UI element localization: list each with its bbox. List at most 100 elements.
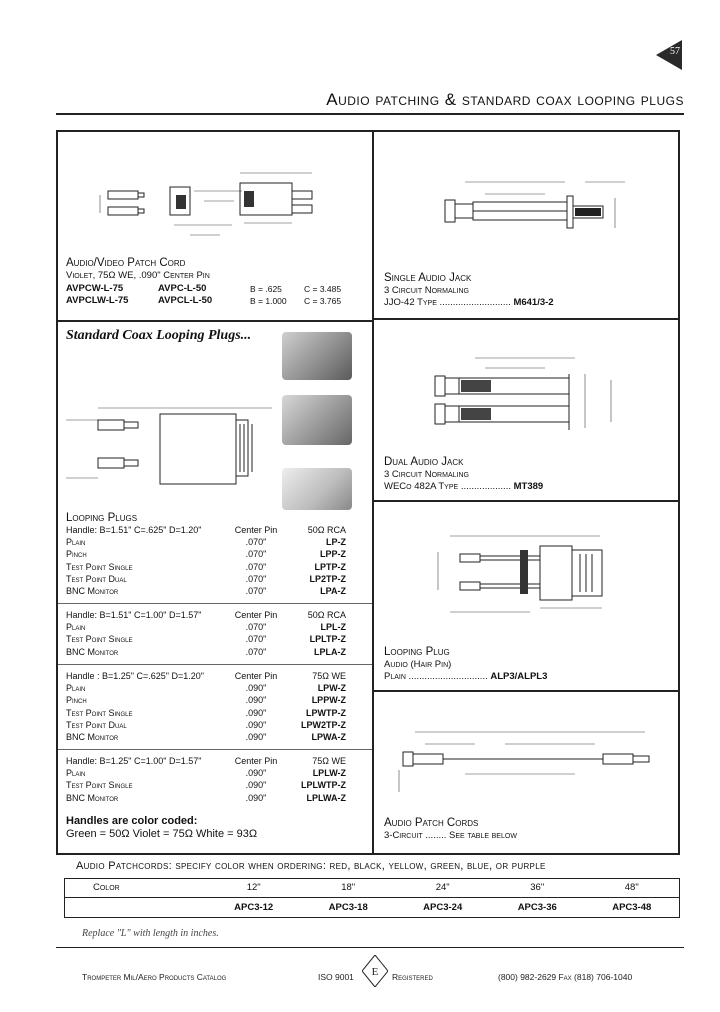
plug-group-1: Handle: B=1.51" C=.625" D=1.20"Center Pi… [66,524,346,597]
impedance-header: 50Ω RCA [307,610,346,620]
part-number: LPLA-Z [314,646,346,657]
group-header: Handle : B=1.25" C=.625" D=1.20"Center P… [66,670,346,682]
table-divider [65,897,679,898]
style: Test Point Single [66,707,133,718]
group-separator [58,749,372,750]
parts-row: APC3-12 APC3-18 APC3-24 APC3-36 APC3-48 [65,902,679,913]
center-pin: .070" [245,561,267,572]
part-number: LPWTP-Z [306,707,346,718]
footer-registered: Registered [392,972,433,982]
table-row: Test Point Single.070"LPTP-Z [66,561,346,573]
single-jack-sub: 3 Circuit Normaling [384,285,469,296]
patch-cord-sub: Violet, 75Ω WE, .090" Center Pin [66,270,210,281]
table-row: Pinch.090"LPPW-Z [66,694,346,706]
handle-spec: Handle: B=1.51" C=1.00" D=1.57" [66,610,202,620]
svg-text:E: E [372,966,379,978]
bnc-monitor-photo [282,332,352,380]
part-number: LPL-Z [320,622,347,633]
center-pin: .070" [245,573,267,584]
patchcords-title: Audio Patchcords: specify color when ord… [76,860,546,872]
center-pin: .090" [245,780,267,791]
style: Pinch [66,549,87,560]
length-cell: 48" [624,882,639,893]
dual-jack-type: WECo 482A Type ................... MT389 [384,481,543,493]
plug-group-3: Handle : B=1.25" C=.625" D=1.20"Center P… [66,670,346,743]
title-rule [56,113,684,115]
single-jack-drawing [444,181,625,229]
dim-b: B = 1.000 [250,296,287,306]
style: Plain [66,537,86,548]
part-number: LPPW-Z [311,695,346,706]
table-row: Test Point Single .090" LPWTP-Z [66,707,346,719]
table-row: Test Point Single.090"LPLWTP-Z [66,779,346,791]
center-pin: .070" [245,634,267,645]
style: Test Point Single [66,780,133,791]
patch-cord-table: AVPCW-L-75 AVPC-L-50 B = .625 C = 3.485 … [66,283,366,307]
part-number: LPLW-Z [312,768,346,779]
single-jack-type: JJO-42 Type ........................... … [384,297,554,309]
patch-cord-heading: Audio/Video Patch Cord [66,257,186,269]
dual-jack-heading: Dual Audio Jack [384,456,464,468]
handle-spec: Handle: B=1.25" C=1.00" D=1.57" [66,756,202,766]
part-cell: APC3-18 [328,902,368,913]
page-number-badge: 57 [656,40,684,70]
style: Test Point Single [66,634,133,645]
patch-cord-row: AVPCLW-L-75 AVPCL-L-50 B = 1.000 C = 3.7… [66,295,366,307]
looping-plug-drawing [66,407,272,485]
right-divider-3 [372,690,680,692]
part-cell: APC3-36 [517,902,557,913]
part-cell: APC3-24 [423,902,463,913]
part-number: LPW2TP-Z [301,719,346,730]
part-number: LP-Z [326,537,346,548]
color-label: Color [93,882,120,893]
looping-plug-sub: Audio (Hair Pin) [384,659,452,670]
part-number: LP2TP-Z [309,573,346,584]
center-pin: .070" [245,586,267,597]
left-divider-1 [56,320,374,322]
center-pin: .070" [245,549,267,560]
table-row: Test Point Dual.070"LP2TP-Z [66,573,346,585]
style: Test Point Single [66,561,133,572]
patch-cord-row: AVPCW-L-75 AVPC-L-50 B = .625 C = 3.485 [66,283,366,295]
length-note: Replace "L" with length in inches. [82,928,219,939]
group-separator [58,603,372,604]
part-number: AVPCLW-L-75 [66,295,129,306]
center-pin-header: Center Pin [234,671,278,681]
dim-c: C = 3.485 [304,284,342,294]
audio-patch-cord-drawing [398,731,650,792]
style: Plain [66,622,86,633]
table-row: BNC Monitor.090"LPLWA-Z [66,792,346,804]
single-jack-heading: Single Audio Jack [384,272,472,284]
footer-phone: (800) 982-2629 Fax (818) 706-1040 [498,972,633,982]
style: BNC Monitor [66,646,119,657]
center-pin: .090" [245,732,267,743]
audio-patch-cords-heading: Audio Patch Cords [384,817,479,829]
type-label: WECo 482A Type ................... [384,481,511,492]
center-pin: .090" [245,792,267,803]
test-point-photo [282,468,352,510]
empty-cell [65,902,206,913]
center-pin: .090" [245,695,267,706]
plain-label: Plain .............................. [384,671,488,682]
group-header: Handle: B=1.25" C=1.00" D=1.57"Center Pi… [66,755,346,767]
center-pin: .090" [245,719,267,730]
group-header: Handle: B=1.51" C=1.00" D=1.57"Center Pi… [66,609,346,621]
footer-rule [56,947,684,948]
center-pin: .070" [245,646,267,657]
plug-group-2: Handle: B=1.51" C=1.00" D=1.57"Center Pi… [66,609,346,658]
page-title: Audio patching & standard coax looping p… [326,90,684,109]
table-row: Plain.070"LP-Z [66,536,346,548]
footer-catalog: Trompeter Mil/Aero Products Catalog [82,972,227,982]
impedance-header: 50Ω RCA [307,525,346,535]
length-cell: 36" [530,882,545,893]
center-pin: .090" [245,683,267,694]
center-pin: .090" [245,707,267,718]
style: Plain [66,683,86,694]
hairpin-plug-drawing [437,535,603,613]
color-note: Handles are color coded: Green = 50Ω Vio… [66,815,257,841]
lengths-row: Color 12" 18" 24" 36" 48" [65,882,679,893]
style: Plain [66,768,86,779]
right-divider-1 [372,318,680,320]
looping-plug-plain: Plain .............................. ALP… [384,671,547,683]
length-cell: 24" [435,882,450,893]
